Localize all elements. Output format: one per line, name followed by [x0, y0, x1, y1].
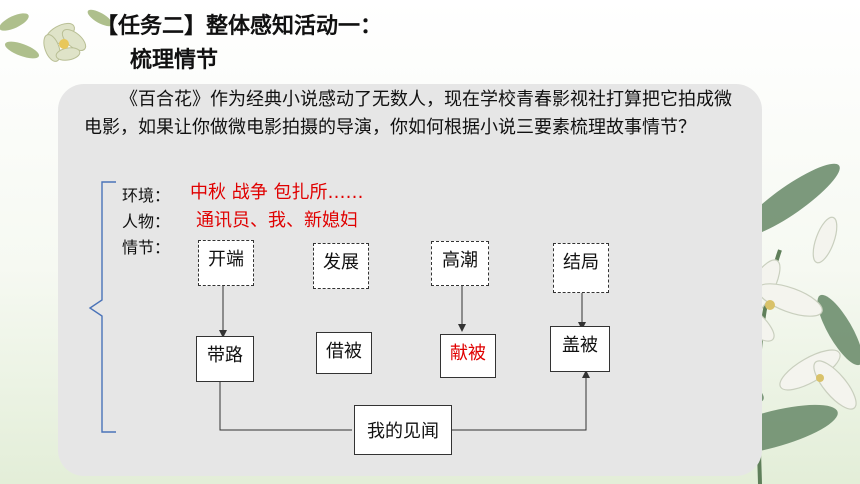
- plot-event-borrow-quilt: 借被: [316, 332, 372, 374]
- setting-value: 中秋 战争 包扎所……: [190, 182, 364, 203]
- plot-event-lead-the-way: 带路: [196, 336, 254, 382]
- title-line-1: 【任务二】整体感知活动一：: [96, 14, 383, 39]
- plot-stage-development: 发展: [313, 243, 369, 289]
- plot-label: 情节：: [122, 238, 171, 257]
- characters-value: 通讯员、我、新媳妇: [196, 210, 358, 231]
- title-line-2: 梳理情节: [130, 48, 219, 73]
- plot-event-cover-with-quilt: 盖被: [550, 326, 610, 372]
- bridge-my-observations: 我的见闻: [354, 405, 452, 455]
- flower-top-left-icon: [0, 9, 113, 62]
- left-brace: [88, 181, 116, 433]
- setting-label: 环境：: [122, 186, 171, 205]
- intro-paragraph: 《百合花》作为经典小说感动了无数人，现在学校青春影视社打算把它拍成微电影，如果让…: [84, 89, 732, 138]
- plot-event-donate-quilt: 献被: [440, 334, 496, 378]
- plot-stage-climax: 高潮: [431, 241, 489, 286]
- plot-stage-beginning: 开端: [198, 240, 254, 286]
- plot-stage-ending: 结局: [553, 243, 609, 293]
- page-title: 【任务二】整体感知活动一： 梳理情节: [96, 10, 382, 78]
- characters-label: 人物：: [122, 212, 171, 231]
